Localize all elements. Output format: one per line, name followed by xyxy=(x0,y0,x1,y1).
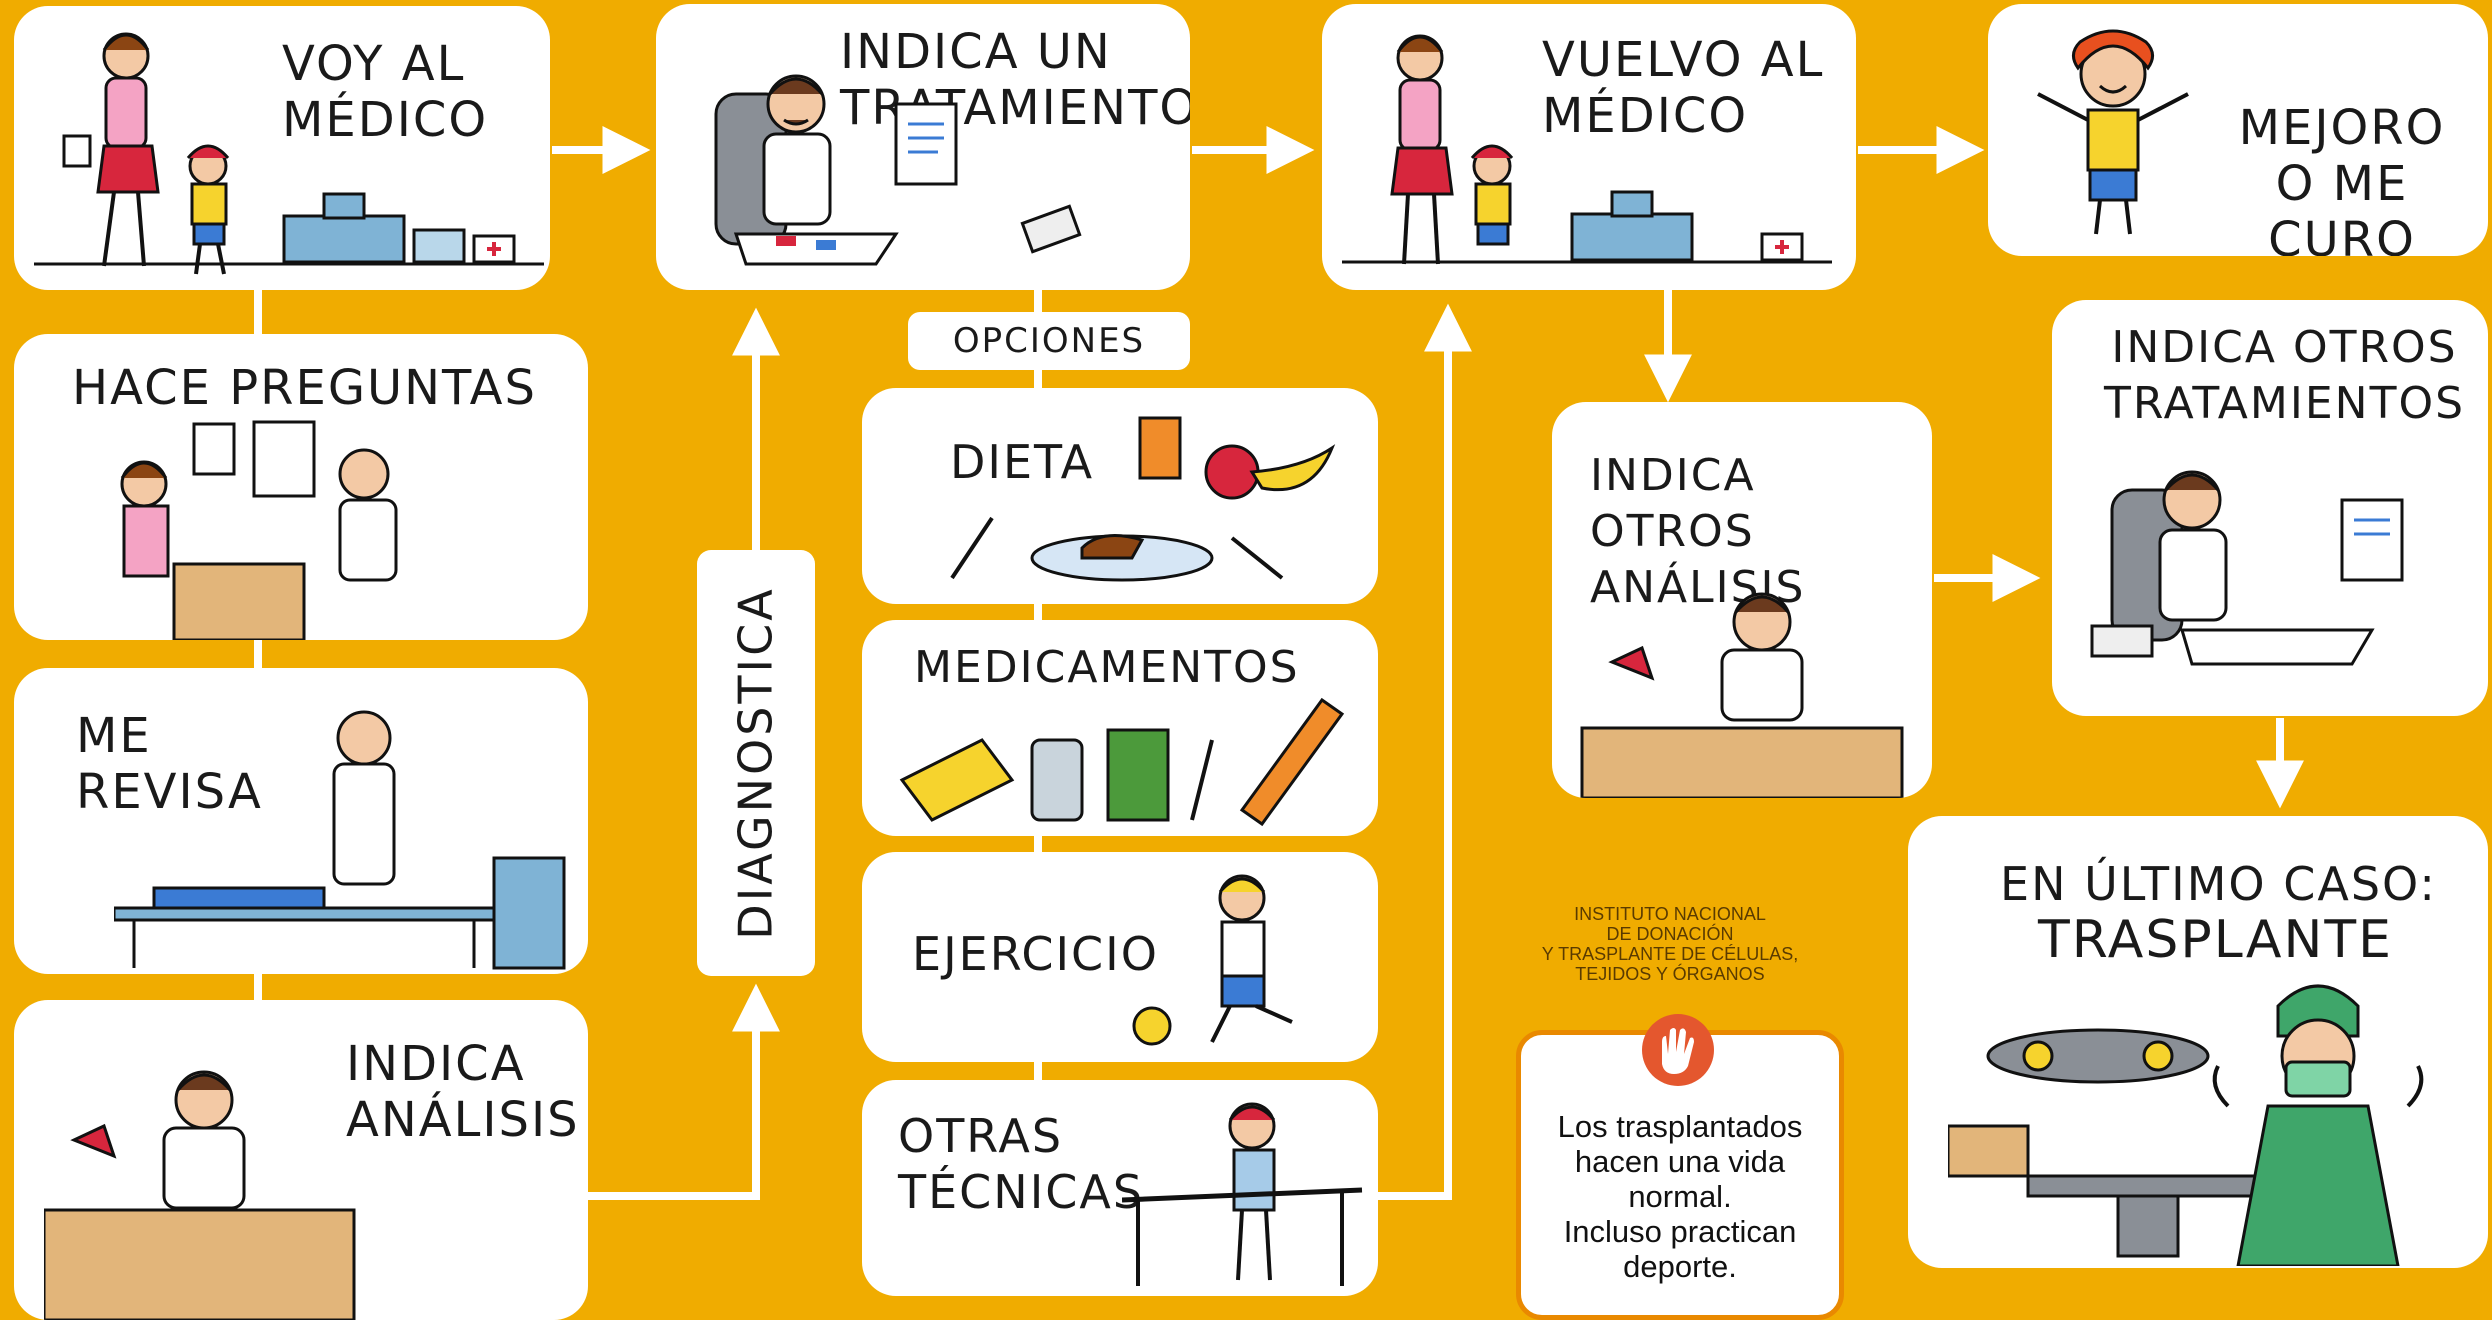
card-title: MEDICAMENTOS xyxy=(914,642,1300,693)
arrow-analisis-to-diagnostica xyxy=(588,983,780,1200)
card-ejercicio: EJERCICIO xyxy=(862,852,1378,1062)
diagnostica-label-box: DIAGNOSTICA xyxy=(697,550,815,976)
card-title: HACE PREGUNTAS xyxy=(72,360,537,416)
card-title: INDICA OTROS ANÁLISIS xyxy=(1590,450,1806,613)
mother-child-hospital-illustration xyxy=(1342,34,1832,265)
medicine-illustration xyxy=(899,697,1345,827)
food-illustration xyxy=(950,416,1336,582)
card-title: EJERCICIO xyxy=(912,927,1159,981)
trasplante-label: TRASPLANTE xyxy=(2038,910,2393,970)
card-hace-preguntas: HACE PREGUNTAS xyxy=(14,334,588,640)
card-mejoro: MEJORO O ME CURO xyxy=(1988,4,2488,256)
arrow-tecnicas-to-vuelvo xyxy=(1378,303,1472,1200)
card-title: MEJORO O ME CURO xyxy=(2238,100,2446,256)
card-medicamentos: MEDICAMENTOS xyxy=(862,620,1378,836)
happy-child-illustration xyxy=(2037,29,2189,235)
doctor-examining-illustration xyxy=(114,710,566,970)
card-dieta: DIETA xyxy=(862,388,1378,604)
diagnostica-label: DIAGNOSTICA xyxy=(729,586,783,940)
card-title: DIETA xyxy=(950,435,1095,489)
card-me-revisa: ME REVISA xyxy=(14,668,588,974)
card-title: INDICA OTROS TRATAMIENTOS xyxy=(2104,322,2466,429)
doctor-at-desk-illustration xyxy=(1580,592,1904,798)
message-text: Los trasplantados hacen una vida normal.… xyxy=(1557,1109,1803,1284)
card-indica-otros-tratamientos: INDICA OTROS TRATAMIENTOS xyxy=(2052,300,2488,716)
card-title: OTRAS TÉCNICAS xyxy=(898,1109,1145,1219)
ont-logo-icon xyxy=(1642,1014,1714,1086)
consultation-illustration xyxy=(120,420,398,640)
doctor-prescription-illustration xyxy=(714,74,1082,266)
card-indica-analisis: INDICA ANÁLISIS xyxy=(14,1000,588,1320)
card-trasplante: EN ÚLTIMO CASO: TRASPLANTE xyxy=(1908,816,2488,1268)
doctor-prescription-illustration xyxy=(2090,470,2404,666)
institute-name: INSTITUTO NACIONAL DE DONACIÓN Y TRASPLA… xyxy=(1541,904,1799,984)
card-indica-tratamiento: INDICA UN TRATAMIENTO xyxy=(656,4,1190,290)
mother-child-hospital-illustration xyxy=(34,32,544,275)
card-otras-tecnicas: OTRAS TÉCNICAS xyxy=(862,1080,1378,1296)
card-voy-al-medico: VOY AL MÉDICO xyxy=(14,6,550,290)
card-vuelvo-al-medico: VUELVO AL MÉDICO xyxy=(1322,4,1856,290)
surgeon-operating-room-illustration xyxy=(1948,984,2424,1266)
card-title: ME REVISA xyxy=(76,708,263,820)
card-title: VUELVO AL MÉDICO xyxy=(1542,32,1825,144)
doctor-at-desk-illustration xyxy=(44,1070,356,1320)
card-title: INDICA ANÁLISIS xyxy=(346,1036,580,1148)
card-title: VOY AL MÉDICO xyxy=(282,36,489,148)
child-playing-illustration xyxy=(1132,874,1293,1046)
card-title: EN ÚLTIMO CASO: xyxy=(2000,857,2437,911)
card-indica-otros-analisis: INDICA OTROS ANÁLISIS xyxy=(1552,402,1932,798)
rehabilitation-illustration xyxy=(1122,1102,1363,1286)
opciones-label: OPCIONES xyxy=(908,312,1190,370)
